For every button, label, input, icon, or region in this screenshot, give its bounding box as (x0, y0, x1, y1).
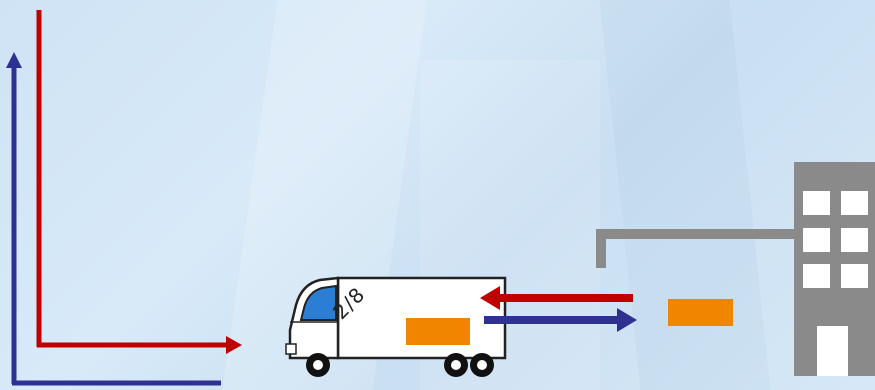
delivered-package-icon (668, 299, 733, 326)
office-building-icon (794, 162, 875, 376)
package-icon (406, 318, 470, 345)
red-axis (37, 10, 242, 354)
red-axis-arrowhead (226, 336, 242, 354)
delivery-truck-icon (286, 278, 505, 377)
blue-axis-arrowhead (6, 52, 22, 68)
building-connector-line (601, 234, 796, 268)
building-door (817, 326, 848, 376)
blue-delivery-arrow (484, 308, 637, 332)
